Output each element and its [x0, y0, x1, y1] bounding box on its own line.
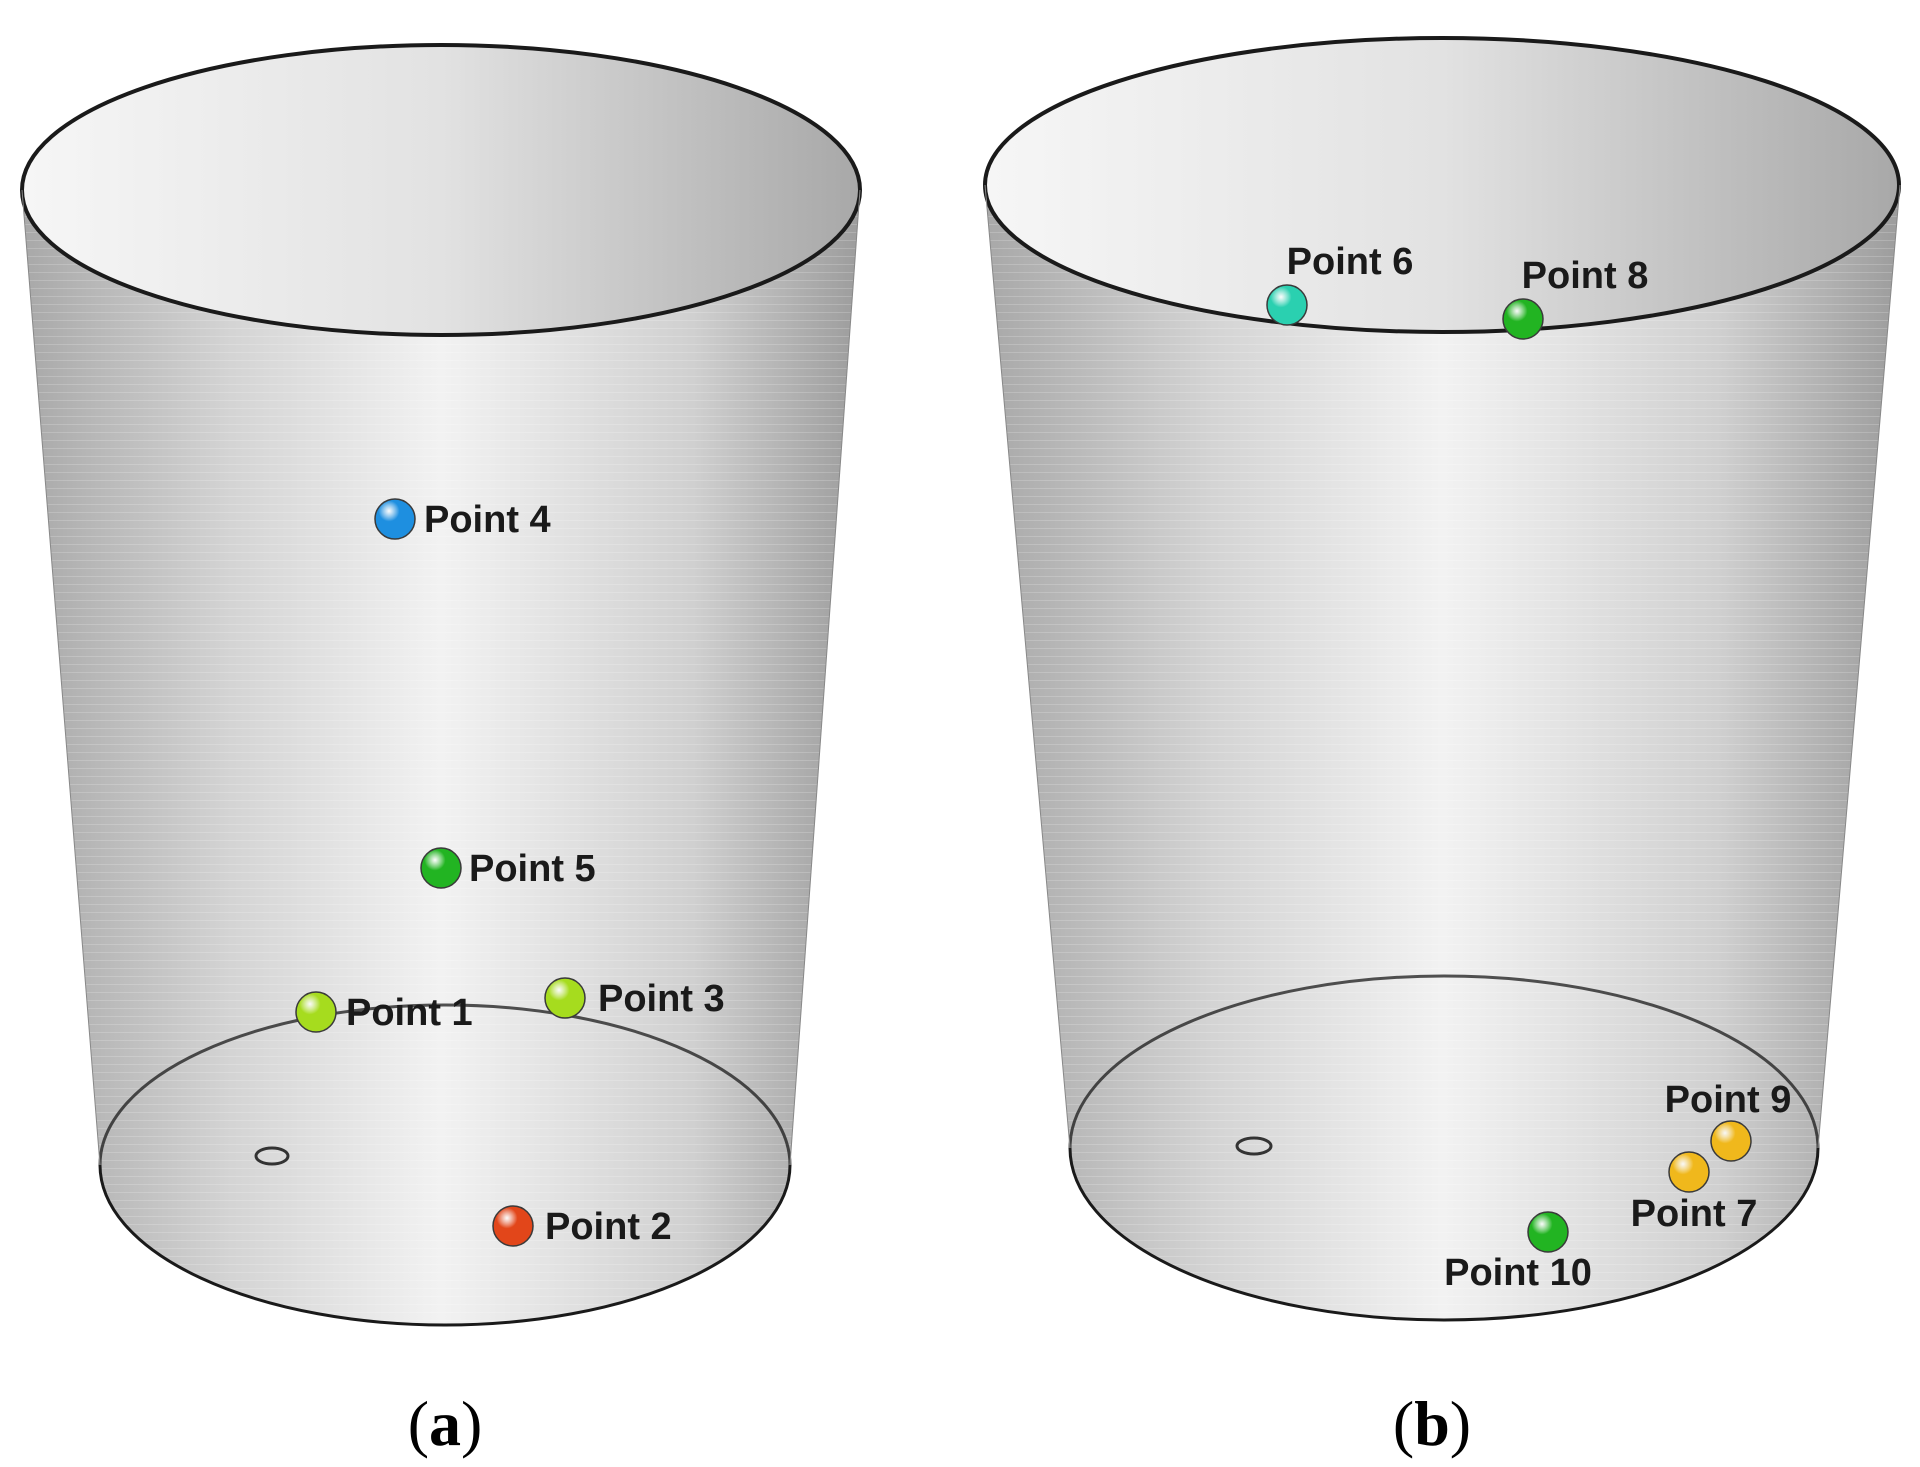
caption-a-letter: a [429, 1388, 461, 1459]
point-7-label: Point 7 [1631, 1193, 1758, 1235]
point-5-marker [420, 847, 462, 889]
point-7-marker [1668, 1151, 1710, 1193]
vessel-bottom-far-edge [1068, 974, 1820, 1149]
point-4-marker [374, 498, 416, 540]
point-6-label: Point 6 [1287, 241, 1414, 283]
vessel-bottom-near-edge [1068, 1147, 1820, 1322]
vessel-bottom-far-edge [98, 1003, 792, 1166]
vessel-right-edge [1817, 184, 1901, 1149]
point-6-marker [1266, 284, 1308, 326]
panel-b: Point 6 Point 8 Point 9 Point 7 Point 10 (b) [983, 36, 1901, 1459]
caption-b: (b) [1393, 1388, 1471, 1459]
point-2-marker [492, 1205, 534, 1247]
outlet-hole [254, 1146, 290, 1166]
vessel-bottom-near-edge [98, 1164, 792, 1327]
point-10-label: Point 10 [1444, 1252, 1592, 1294]
point-10-marker [1527, 1211, 1569, 1253]
vessel-left-edge [21, 189, 101, 1166]
point-3-marker [544, 977, 586, 1019]
point-9-marker [1710, 1120, 1752, 1162]
vessel-left-edge [984, 184, 1071, 1149]
point-8-label: Point 8 [1522, 255, 1649, 297]
points-b: Point 6 Point 8 Point 9 Point 7 Point 10 [1266, 241, 1792, 1294]
point-5-label: Point 5 [469, 848, 596, 890]
point-1-marker [295, 991, 337, 1033]
vessel-right-edge [789, 189, 861, 1166]
point-1-label: Point 1 [346, 992, 473, 1034]
point-4-label: Point 4 [424, 499, 551, 541]
point-3-label: Point 3 [598, 978, 725, 1020]
vessel-rim [20, 43, 862, 337]
point-9-label: Point 9 [1665, 1079, 1792, 1121]
vessel-rim [983, 36, 1901, 334]
outlet-hole [1235, 1136, 1273, 1156]
panel-a: Point 4 Point 5 Point 1 Point 3 Point 2 (a) [20, 43, 862, 1459]
vessel-wall-stripes [985, 185, 1900, 1320]
caption-a: (a) [408, 1388, 483, 1459]
points-a: Point 4 Point 5 Point 1 Point 3 Point 2 [295, 498, 725, 1248]
caption-b-letter: b [1414, 1388, 1450, 1459]
point-2-label: Point 2 [545, 1206, 672, 1248]
vessel-wall-stripes [22, 190, 860, 1325]
point-8-marker [1502, 298, 1544, 340]
